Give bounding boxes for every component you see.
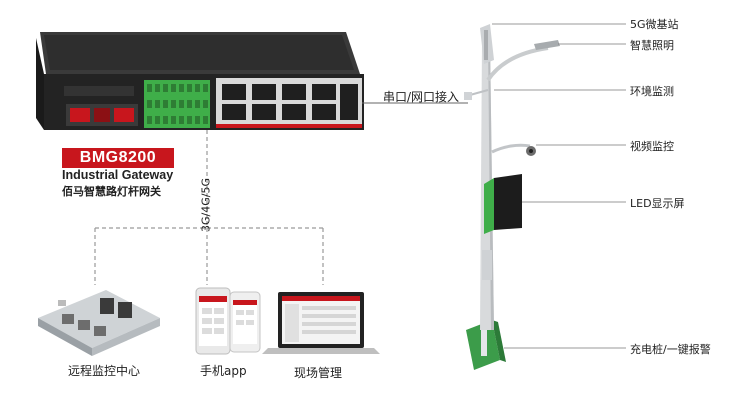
client-label-control-center: 远程监控中心 bbox=[68, 364, 141, 378]
pole-feature-environment-monitoring: 环境监测 bbox=[630, 85, 674, 98]
pole-feature-video-surveillance: 视频监控 bbox=[630, 140, 674, 153]
serial-link-label: 串口/网口接入 bbox=[383, 90, 460, 104]
laptop-icon bbox=[262, 292, 380, 354]
client-label-mobile-app: 手机app bbox=[200, 364, 247, 378]
pole-feature-led-display: LED显示屏 bbox=[630, 197, 685, 210]
control-room-icon bbox=[38, 290, 160, 356]
network-link-label: 3G/4G/5G bbox=[199, 150, 213, 260]
pole-feature-charging-alarm: 充电桩/一键报警 bbox=[630, 343, 711, 356]
device-model-badge: BMG8200 bbox=[62, 148, 174, 168]
smart-pole-icon bbox=[464, 24, 560, 370]
pole-feature-smart-lighting: 智慧照明 bbox=[630, 39, 674, 52]
device-subtitle: Industrial Gateway bbox=[62, 168, 174, 182]
pole-feature-5g-base-station: 5G微基站 bbox=[630, 18, 679, 31]
network-link-text: 3G/4G/5G bbox=[199, 178, 213, 232]
device-cn-name: 佰马智慧路灯杆网关 bbox=[62, 185, 161, 198]
smartphone-icon bbox=[195, 287, 261, 355]
client-label-onsite-management: 现场管理 bbox=[294, 366, 343, 380]
